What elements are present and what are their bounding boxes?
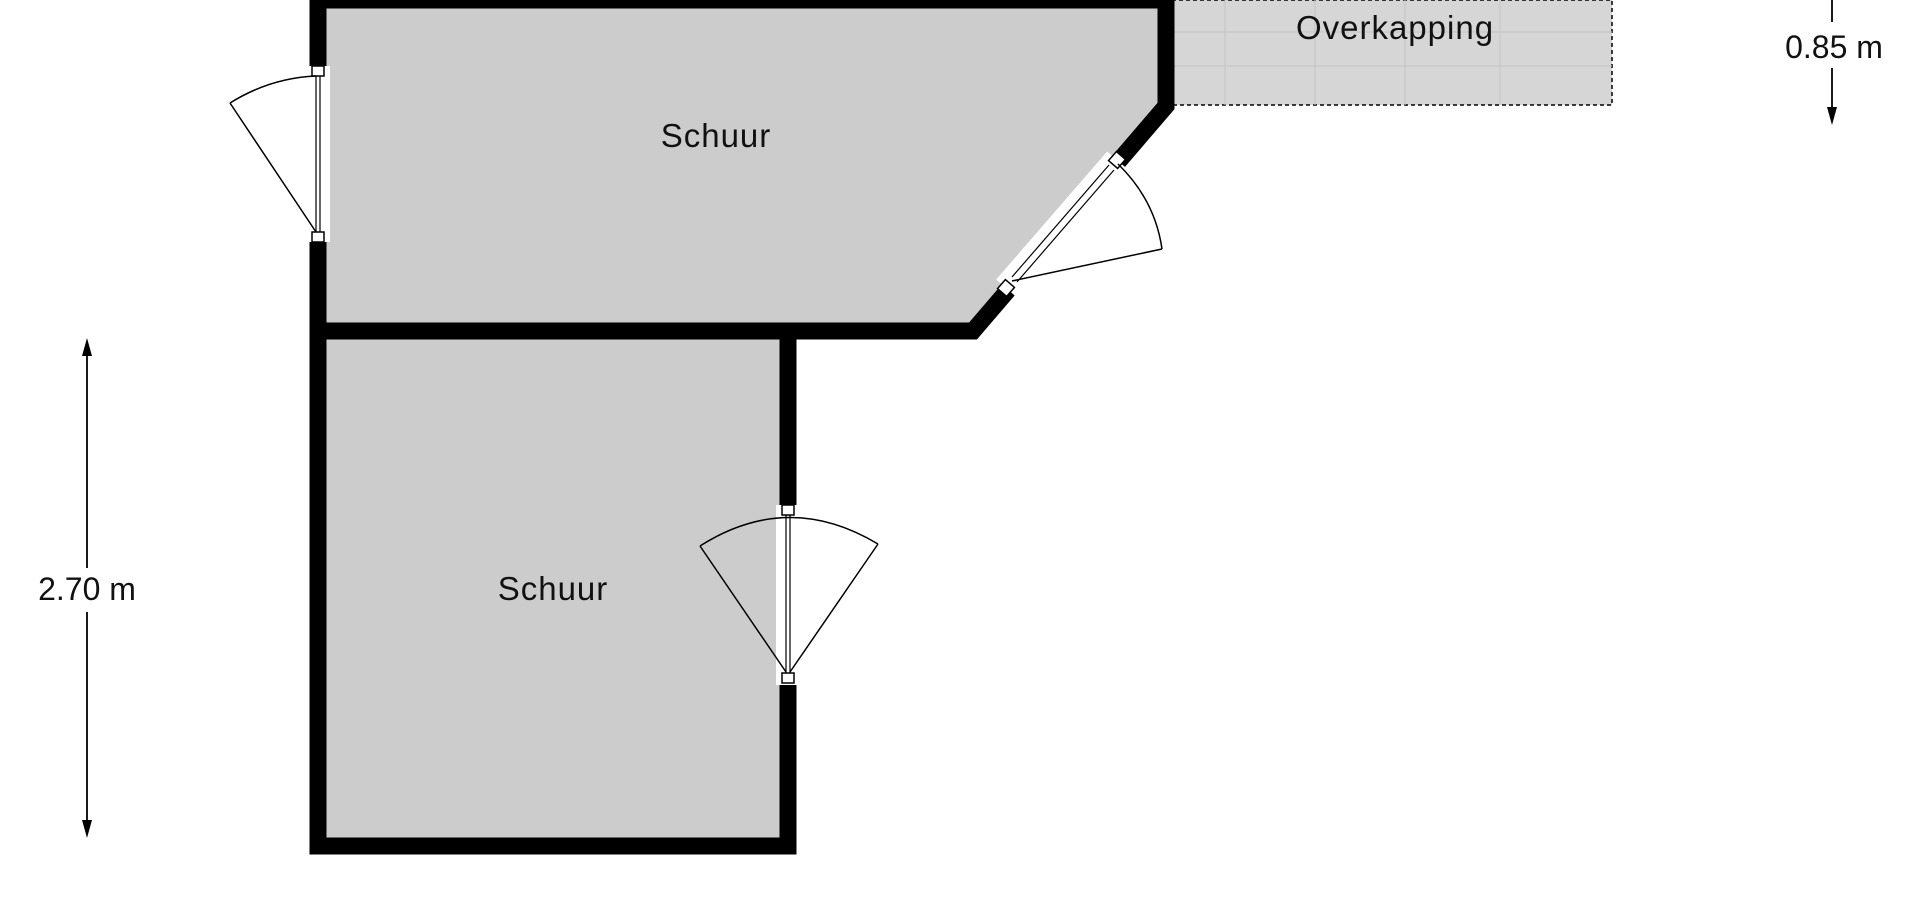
door-upper-diagonal-swing-arc bbox=[1117, 163, 1163, 250]
canopy-tiles bbox=[1172, 0, 1612, 105]
door-lower-right-swing-arc bbox=[699, 516, 879, 547]
door-lower-right bbox=[699, 504, 879, 685]
room-lower: Schuur bbox=[309, 322, 797, 855]
dimension-left-arrow-up bbox=[82, 338, 92, 356]
door-upper-diagonal-opening bbox=[996, 151, 1127, 297]
door-lower-right-leaf-left bbox=[699, 545, 787, 673]
door-upper-diagonal bbox=[996, 150, 1163, 298]
canopy-area: Overkapping bbox=[1171, 0, 1613, 106]
door-upper-left-opening bbox=[306, 66, 330, 242]
dimension-left-height: 2.70 m bbox=[38, 338, 136, 838]
dimension-right-label: 0.85 m bbox=[1785, 29, 1883, 65]
dimension-right-arrow-down bbox=[1827, 107, 1837, 125]
dimension-right-depth: 0.85 m bbox=[1785, 0, 1883, 125]
canopy-rect bbox=[1171, 0, 1613, 106]
room-lower-label: Schuur bbox=[498, 570, 609, 607]
door-upper-left-swing-arc bbox=[229, 75, 317, 104]
door-upper-left-leaf bbox=[229, 102, 317, 233]
canopy-label: Overkapping bbox=[1296, 9, 1494, 46]
room-upper-label: Schuur bbox=[661, 117, 772, 154]
room-upper: Schuur bbox=[309, 0, 1175, 340]
door-upper-left bbox=[229, 65, 330, 243]
door-lower-right-leaf-right bbox=[789, 543, 879, 673]
dimension-left-arrow-down bbox=[82, 820, 92, 838]
door-upper-diagonal-leaf bbox=[1011, 248, 1163, 282]
dimension-left-label: 2.70 m bbox=[38, 571, 136, 607]
door-lower-right-opening bbox=[776, 505, 800, 685]
room-upper-walls bbox=[309, 0, 1175, 340]
